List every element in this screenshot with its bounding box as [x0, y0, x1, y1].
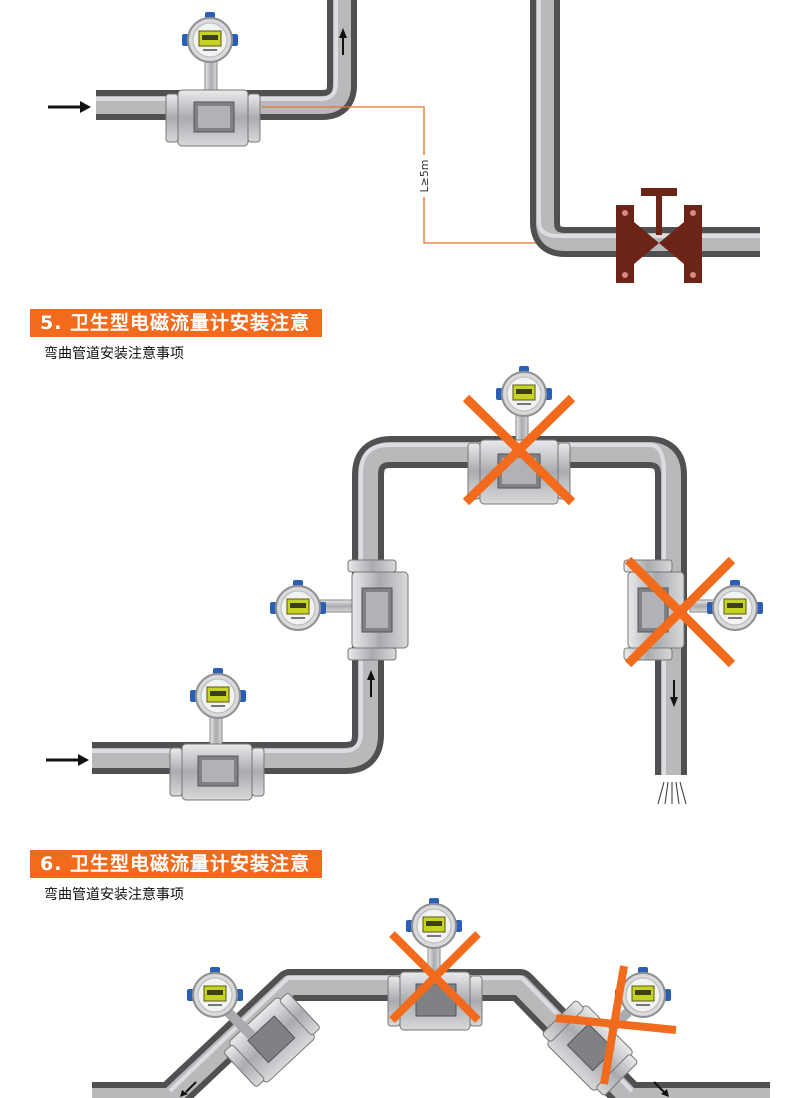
flow-arrow-icon [48, 101, 91, 113]
flow-arrow-icon [180, 1081, 197, 1097]
section-title-6: 6. 卫生型电磁流量计安装注意 [30, 850, 323, 878]
flowmeter-icon [387, 897, 483, 1031]
flowmeter-icon [186, 966, 320, 1087]
spray-outlet-icon [657, 781, 687, 805]
reject-cross-icon [462, 394, 576, 506]
dimension-label: L≥5m [418, 159, 431, 192]
middle-diagram [46, 365, 764, 805]
section-subtitle-6: 弯曲管道安装注意事项 [44, 887, 184, 903]
flowmeter-icon [169, 667, 265, 801]
flowmeter-icon [269, 559, 409, 661]
top-diagram: L≥5m [48, 0, 760, 283]
flowmeter-icon [542, 966, 672, 1096]
flow-arrow-icon [339, 28, 347, 55]
dimension-line: L≥5m [262, 106, 620, 244]
flowmeter-icon [623, 559, 764, 661]
bottom-diagram [92, 897, 770, 1098]
flow-arrow-icon [46, 754, 89, 766]
flow-arrow-icon [670, 680, 678, 707]
reject-cross-icon [624, 556, 736, 668]
section-subtitle-5: 弯曲管道安装注意事项 [44, 346, 184, 362]
valve-icon [616, 188, 702, 283]
flow-arrow-icon [653, 1081, 669, 1097]
flowmeter-icon [165, 11, 261, 147]
reject-cross-icon [389, 931, 481, 1023]
section-title-5: 5. 卫生型电磁流量计安装注意 [30, 309, 323, 337]
flow-arrow-icon [367, 670, 375, 697]
reject-cross-icon [555, 965, 677, 1085]
